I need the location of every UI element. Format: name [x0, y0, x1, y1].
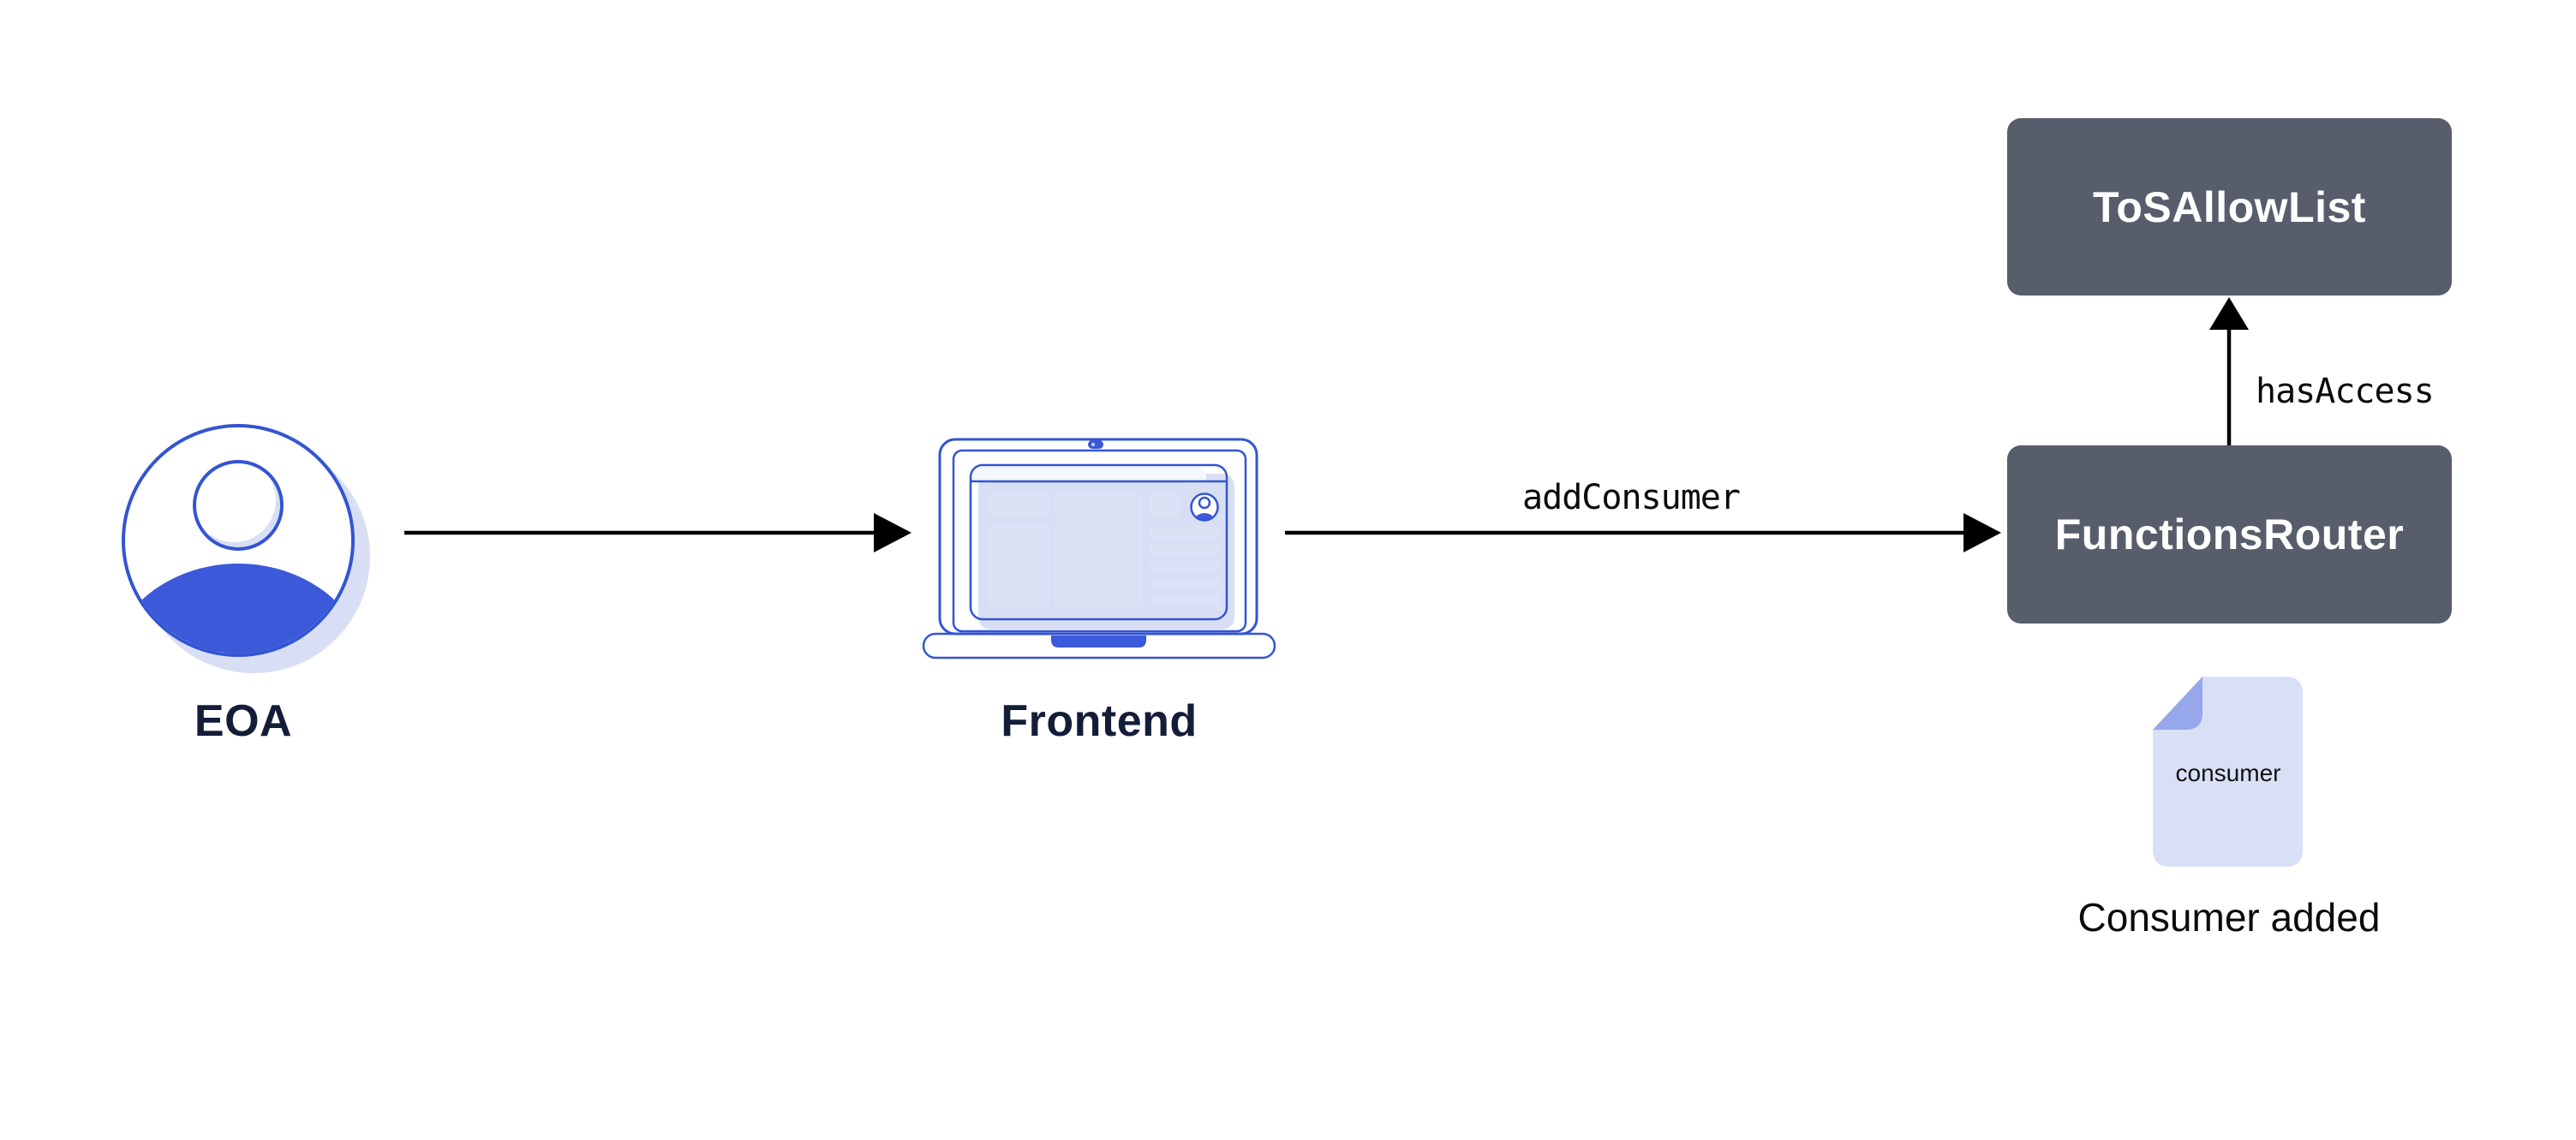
consumer-added-caption: Consumer added	[2077, 895, 2381, 940]
doc-text: consumer	[2176, 760, 2281, 786]
node-consumer-doc: consumer Consumer added	[2078, 670, 2380, 940]
edge-label-hasaccess: hasAccess	[2256, 372, 2435, 411]
arrow-eoa-to-frontend	[404, 513, 911, 552]
laptop-icon	[922, 438, 1276, 660]
node-eoa: EOA	[111, 411, 386, 745]
frontend-label: Frontend	[1001, 696, 1198, 746]
node-functionsrouter: FunctionsRouter	[2007, 445, 2452, 624]
arrow-frontend-to-functionsrouter	[1285, 513, 2001, 552]
eoa-label: EOA	[194, 696, 293, 746]
node-tosallowlist: ToSAllowList	[2007, 118, 2452, 295]
document-icon: consumer	[2153, 677, 2303, 867]
arrow-functionsrouter-to-tosallowlist	[2209, 297, 2249, 445]
user-avatar-icon	[122, 424, 370, 673]
edge-label-addconsumer: addConsumer	[1522, 478, 1741, 517]
tosallowlist-label: ToSAllowList	[2093, 182, 2366, 231]
node-frontend: Frontend	[917, 431, 1285, 745]
functionsrouter-label: FunctionsRouter	[2054, 510, 2405, 558]
